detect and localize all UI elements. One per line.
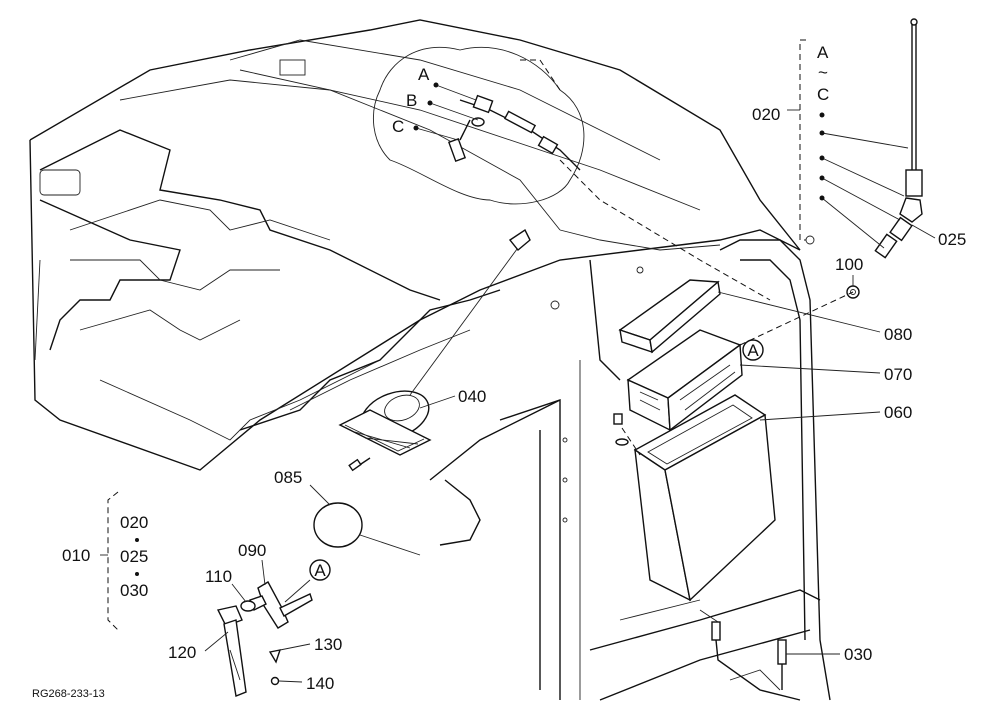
housing-060 — [613, 394, 776, 602]
bracket-070 — [626, 329, 743, 432]
callout-dots — [135, 82, 825, 576]
label-090: 090 — [238, 541, 266, 560]
cover-085 — [313, 502, 421, 556]
label-085: 085 — [274, 468, 302, 487]
handle-120 — [216, 605, 247, 697]
circle-a-label-upper: A — [747, 341, 759, 360]
label-070: 070 — [884, 365, 912, 384]
circle-a-marker-lower: A — [309, 559, 331, 581]
circle-a-marker-upper: A — [742, 339, 764, 361]
kit-010-item-1: 020 — [120, 513, 148, 532]
label-130: 130 — [314, 635, 342, 654]
kit-010-item-2: 025 — [120, 547, 148, 566]
kit-020-to: C — [817, 85, 829, 104]
callout-a: A — [418, 65, 430, 84]
kit-brackets — [107, 39, 806, 631]
label-010: 010 — [62, 546, 90, 565]
speaker-040 — [338, 228, 531, 472]
washer-130 — [268, 649, 282, 664]
label-020-top: 020 — [752, 105, 780, 124]
antenna-rod — [874, 18, 923, 259]
label-100: 100 — [835, 255, 863, 274]
label-120: 120 — [168, 643, 196, 662]
callout-c: C — [392, 117, 404, 136]
label-060: 060 — [884, 403, 912, 422]
knob-110 — [240, 600, 256, 612]
antenna-cable-detail — [373, 46, 771, 301]
part-labels: A B C A ~ C 020 025 100 080 070 060 040 … — [32, 43, 966, 700]
leader-lines — [100, 84, 936, 683]
label-025-top: 025 — [938, 230, 966, 249]
kit-020-from: A — [817, 43, 829, 62]
radio-080 — [618, 279, 721, 354]
label-080: 080 — [884, 325, 912, 344]
label-110: 110 — [205, 567, 232, 586]
reference-code: RG268-233-13 — [32, 688, 105, 700]
callout-b: B — [406, 91, 417, 110]
kit-020-tilde: ~ — [818, 63, 828, 82]
label-140: 140 — [306, 674, 334, 693]
label-040: 040 — [458, 387, 486, 406]
label-030-bottom: 030 — [844, 645, 872, 664]
kit-010-item-3: 030 — [120, 581, 148, 600]
cab-roof-structure — [29, 19, 831, 701]
cable-030 — [699, 609, 801, 701]
bracket-090 — [249, 581, 313, 629]
screw-140 — [270, 676, 280, 686]
circle-a-label-lower: A — [314, 561, 326, 580]
